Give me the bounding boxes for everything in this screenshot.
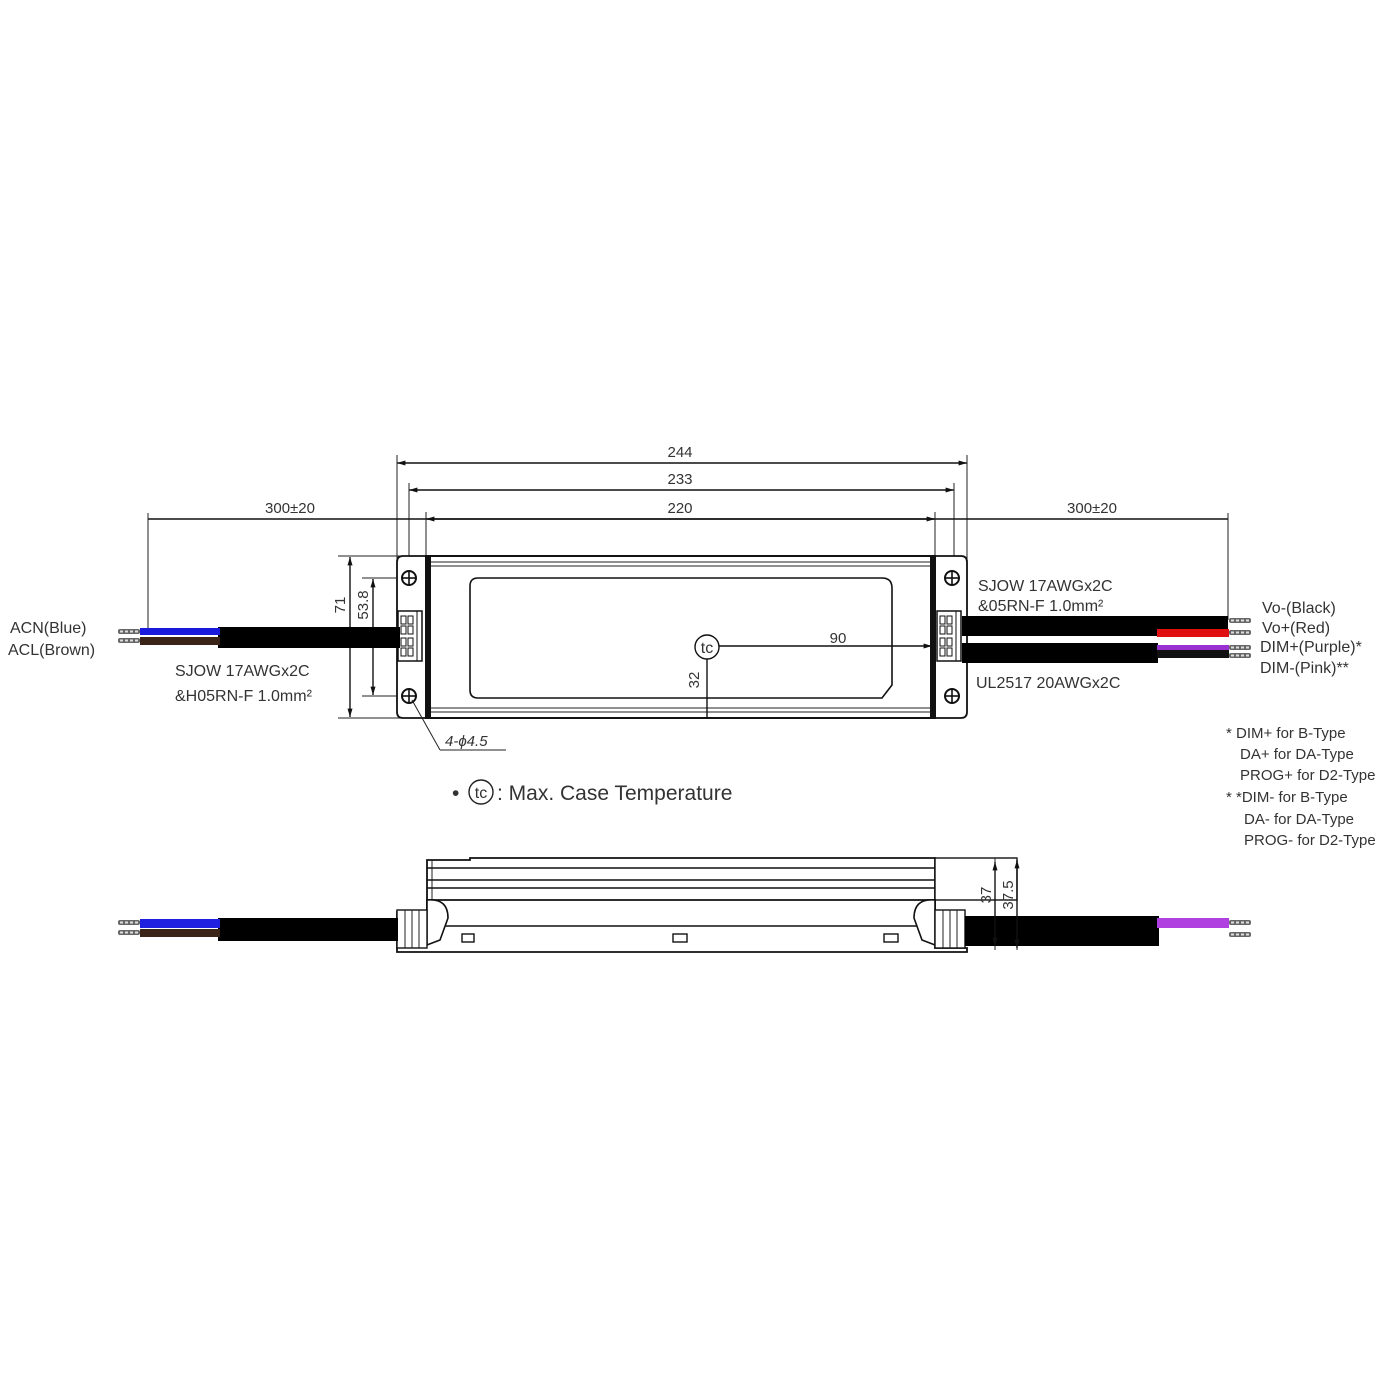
- side-output-cable: [965, 916, 1251, 946]
- psu-side-view: [396, 857, 1018, 953]
- dim-244-label: 244: [667, 444, 692, 461]
- dimension-53-8: 53.8: [355, 577, 400, 697]
- dim-53-8-label: 53.8: [355, 590, 372, 619]
- side-wire-purple: [1157, 918, 1229, 928]
- footnote-6: PROG- for D2-Type: [1244, 832, 1376, 849]
- mounting-hole-callout: 4-ϕ4.5: [411, 699, 506, 751]
- mounting-hole-icon: [944, 570, 960, 586]
- dimension-side-height: 37 37.5: [978, 858, 1020, 950]
- dim-37-5-label: 37.5: [1000, 880, 1017, 909]
- side-wire-blue: [140, 919, 220, 928]
- footnote-4: * *DIM- for B-Type: [1226, 789, 1348, 806]
- wire-label-acn: ACN(Blue): [10, 620, 86, 637]
- mounting-hole-label: 4-ϕ4.5: [445, 733, 488, 750]
- tc-legend: • tc : Max. Case Temperature: [452, 779, 732, 805]
- dim-output-cable-label: 300±20: [1067, 500, 1117, 517]
- dim-37-label: 37: [978, 887, 995, 904]
- legend-bullet: •: [452, 782, 459, 805]
- footnote-5: DA- for DA-Type: [1244, 811, 1354, 828]
- tc-measurement-point: tc 90 32: [686, 630, 932, 718]
- wire-purple: [1157, 645, 1229, 650]
- mounting-hole-icon: [401, 570, 417, 586]
- footnotes: * DIM+ for B-Type DA+ for DA-Type PROG+ …: [1226, 725, 1376, 849]
- output-labels: SJOW 17AWGx2C &05RN-F 1.0mm² UL2517 20AW…: [976, 578, 1362, 692]
- output-cable-spec-1: SJOW 17AWGx2C: [978, 578, 1113, 595]
- tc-symbol: tc: [701, 640, 713, 657]
- input-wire-labels: ACN(Blue) ACL(Brown) SJOW 17AWGx2C &H05R…: [8, 620, 313, 705]
- mounting-hole-icon: [944, 688, 960, 704]
- dimension-244: 244: [396, 444, 968, 560]
- dimension-input-cable: 300±20: [147, 500, 315, 630]
- mounting-hole-icon: [401, 688, 417, 704]
- dim-233-label: 233: [667, 471, 692, 488]
- legend-text: : Max. Case Temperature: [497, 782, 732, 805]
- side-wire-brown: [140, 929, 220, 937]
- wire-label-vo-minus: Vo-(Black): [1262, 600, 1336, 617]
- output-cable-spec-2: &05RN-F 1.0mm²: [978, 598, 1104, 615]
- dimension-233: 233: [408, 471, 955, 565]
- output-cables: [962, 616, 1251, 663]
- wire-red: [1157, 629, 1229, 637]
- input-cable-spec-1: SJOW 17AWGx2C: [175, 663, 310, 680]
- legend-tc-symbol: tc: [475, 785, 487, 802]
- side-input-cable: [118, 918, 398, 941]
- footnote-3: PROG+ for D2-Type: [1240, 767, 1375, 784]
- wire-label-dim-plus: DIM+(Purple)*: [1260, 639, 1362, 656]
- dim-32-label: 32: [686, 672, 703, 689]
- dimension-220: 220: [148, 500, 1228, 560]
- wire-pink: [1157, 650, 1229, 658]
- dimension-output-cable: 300±20: [1067, 500, 1229, 620]
- dim-90-label: 90: [830, 630, 847, 647]
- wire-label-vo-plus: Vo+(Red): [1262, 620, 1330, 637]
- footnote-1: * DIM+ for B-Type: [1226, 725, 1346, 742]
- dim-220-label: 220: [667, 500, 692, 517]
- wire-label-acl: ACL(Brown): [8, 642, 95, 659]
- tc-legend-icon: [468, 779, 494, 805]
- input-cable-spec-2: &H05RN-F 1.0mm²: [175, 688, 313, 705]
- psu-top-view: [396, 555, 968, 719]
- output-cable-spec-3: UL2517 20AWGx2C: [976, 675, 1120, 692]
- footnote-2: DA+ for DA-Type: [1240, 746, 1354, 763]
- wire-brown: [140, 637, 220, 645]
- dim-input-cable-label: 300±20: [265, 500, 315, 517]
- input-cable: [118, 627, 400, 648]
- wire-label-dim-minus: DIM-(Pink)**: [1260, 660, 1349, 677]
- dim-71-label: 71: [332, 597, 349, 614]
- wire-blue: [140, 628, 220, 635]
